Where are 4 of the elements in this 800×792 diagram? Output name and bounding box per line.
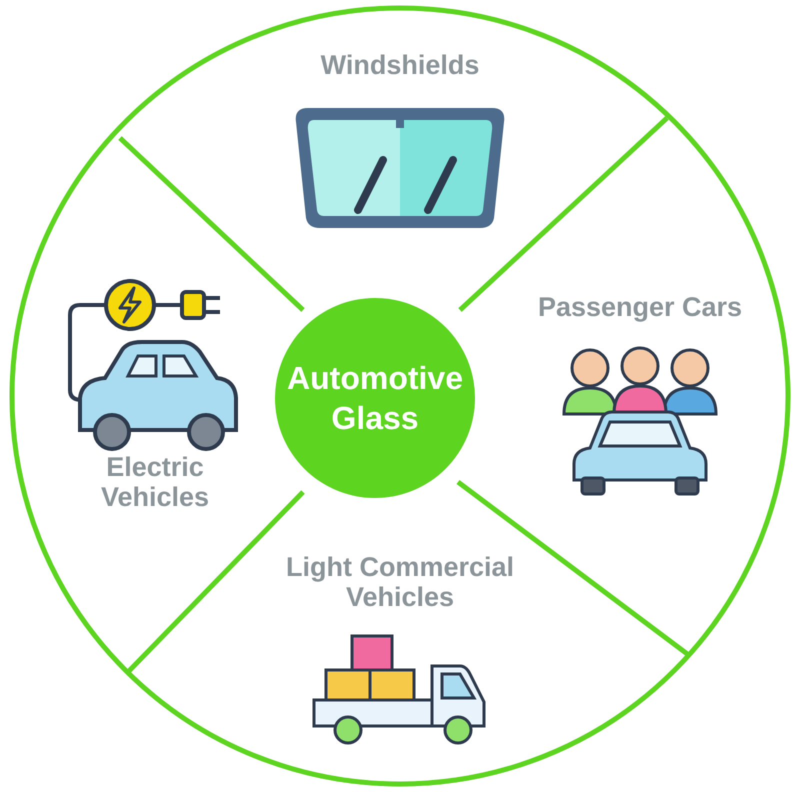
category-label: Light Commercial Vehicles — [284, 552, 516, 612]
category-label: Windshields — [320, 50, 480, 80]
category-label: Electric Vehicles — [100, 452, 210, 512]
category-label: Passenger Cars — [538, 292, 742, 322]
